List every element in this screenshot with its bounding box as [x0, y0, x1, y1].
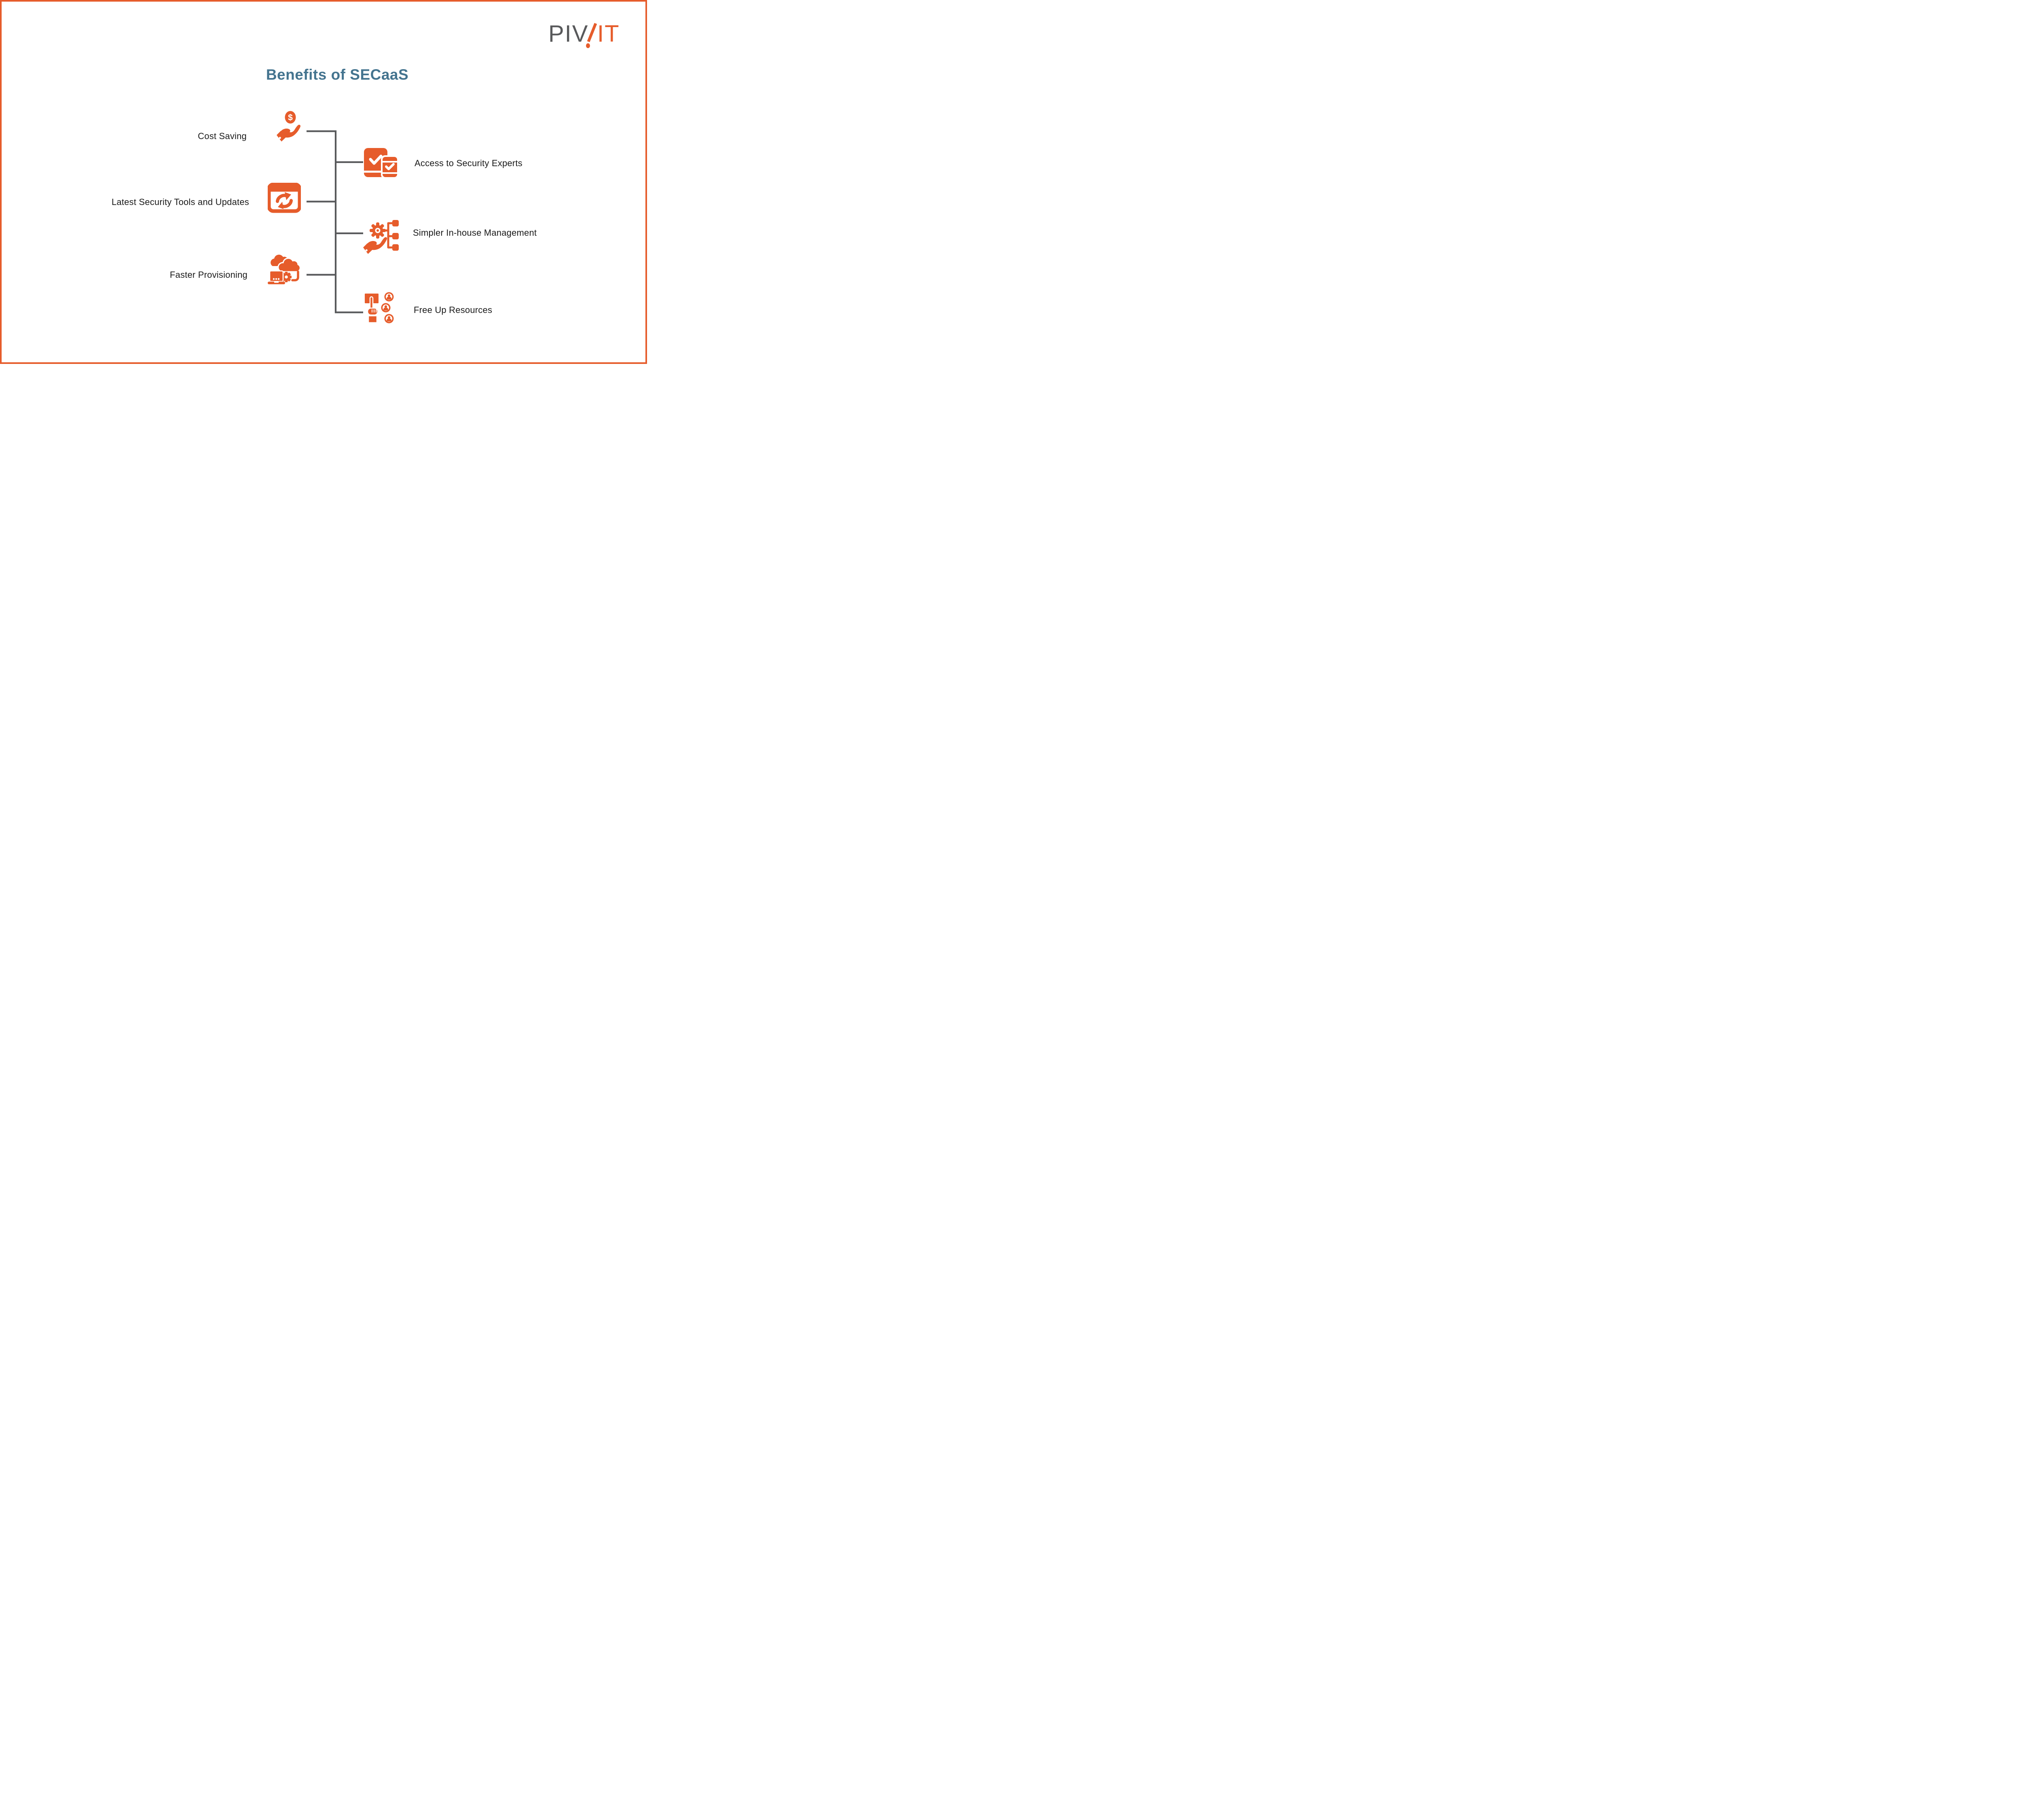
dollar-hand-icon: $ [277, 111, 301, 142]
dollar-coin-icon [285, 111, 296, 124]
network-nodes-icon [382, 220, 399, 251]
pressing-hand-icon [367, 296, 379, 323]
benefit-label-faster-provisioning: Faster Provisioning [169, 270, 247, 280]
user-icon [384, 314, 394, 323]
refresh-arrows-icon [276, 192, 293, 209]
page-title: Benefits of SECaaS [266, 66, 409, 83]
cloud-gear-laptop-icon [268, 254, 301, 284]
connector-hook-icon [291, 271, 299, 281]
benefit-label-inhouse-management: Simpler In-house Management [413, 228, 537, 238]
connector-lines [307, 130, 363, 313]
gear-icon [370, 222, 386, 239]
infographic-canvas: PIV IT Benefits of SECaaS $ [0, 0, 647, 364]
user-icon [384, 292, 394, 302]
benefit-label-latest-tools: Latest Security Tools and Updates [111, 197, 249, 207]
devices-check-icon [363, 148, 399, 179]
user-icon [381, 303, 391, 313]
phone-check-icon [381, 155, 399, 179]
benefit-label-security-experts: Access to Security Experts [415, 158, 522, 168]
cloud-front-icon [277, 258, 301, 273]
logo-dot-icon [586, 43, 590, 48]
logo-text-gray: PIV [548, 23, 589, 47]
refresh-window-icon [268, 183, 301, 213]
connector-trunk [307, 130, 363, 313]
press-button-users-icon [365, 292, 394, 323]
pivit-logo: PIV IT [548, 23, 619, 48]
open-hand-icon [277, 125, 301, 142]
laptop-icon [268, 270, 285, 284]
open-hand-icon [363, 237, 387, 254]
dollar-symbol: $ [288, 113, 293, 123]
benefit-label-cost-saving: Cost Saving [198, 131, 247, 141]
benefit-label-free-up-resources: Free Up Resources [414, 305, 493, 315]
hand-gear-network-icon [363, 220, 399, 254]
border-frame [0, 0, 647, 364]
logo-slash-icon [587, 23, 597, 42]
logo-text-orange: IT [597, 23, 619, 47]
